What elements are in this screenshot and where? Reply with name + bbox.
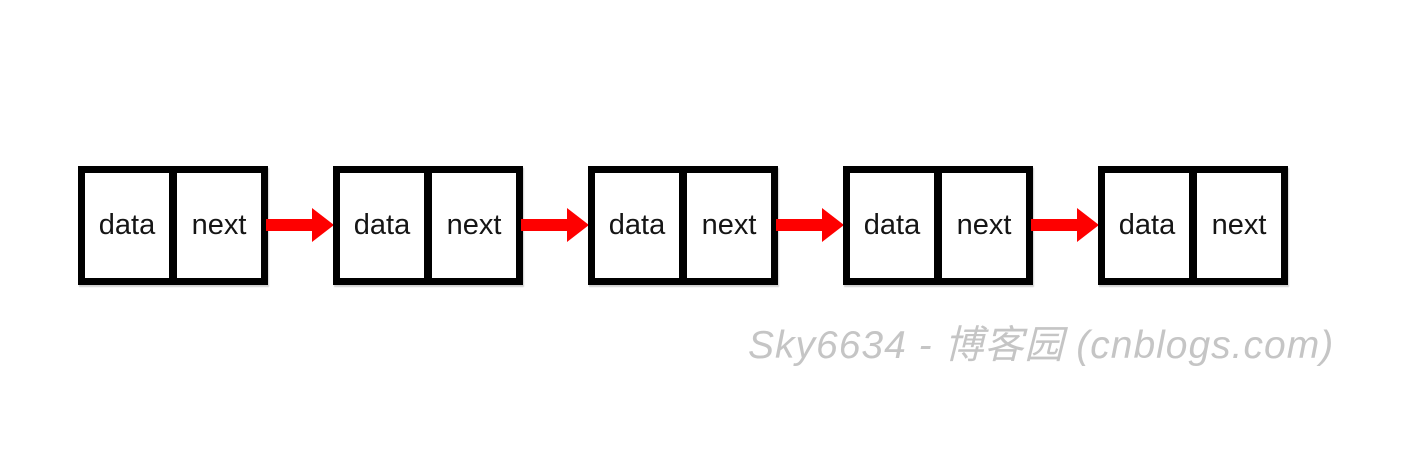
- arrow-head: [312, 208, 334, 242]
- next-pointer-arrow: [521, 208, 589, 242]
- next-pointer-arrow: [266, 208, 334, 242]
- next-cell: next: [432, 173, 516, 278]
- data-cell-label: data: [353, 209, 411, 241]
- arrow-head: [822, 208, 844, 242]
- next-cell: next: [687, 173, 771, 278]
- arrow-shaft: [521, 219, 571, 231]
- data-cell: data: [850, 173, 942, 278]
- arrow-shaft: [266, 219, 316, 231]
- watermark: Sky6634 - 博客园 (cnblogs.com): [748, 324, 1335, 367]
- data-cell: data: [595, 173, 687, 278]
- list-node: data next: [1098, 166, 1288, 285]
- arrow-head: [567, 208, 589, 242]
- data-cell-label: data: [1118, 209, 1176, 241]
- list-node: data next: [843, 166, 1033, 285]
- next-cell-label: next: [701, 209, 757, 241]
- next-cell-label: next: [191, 209, 247, 241]
- data-cell-label: data: [608, 209, 666, 241]
- next-cell: next: [1197, 173, 1281, 278]
- arrow-shaft: [1031, 219, 1081, 231]
- next-pointer-arrow: [776, 208, 844, 242]
- arrow-shaft: [776, 219, 826, 231]
- arrow-head: [1077, 208, 1099, 242]
- data-cell: data: [340, 173, 432, 278]
- next-pointer-arrow: [1031, 208, 1099, 242]
- list-node: data next: [588, 166, 778, 285]
- list-node: data next: [78, 166, 268, 285]
- next-cell-label: next: [1211, 209, 1267, 241]
- data-cell-label: data: [98, 209, 156, 241]
- next-cell: next: [942, 173, 1026, 278]
- data-cell: data: [85, 173, 177, 278]
- next-cell: next: [177, 173, 261, 278]
- list-node: data next: [333, 166, 523, 285]
- data-cell: data: [1105, 173, 1197, 278]
- next-cell-label: next: [956, 209, 1012, 241]
- data-cell-label: data: [863, 209, 921, 241]
- next-cell-label: next: [446, 209, 502, 241]
